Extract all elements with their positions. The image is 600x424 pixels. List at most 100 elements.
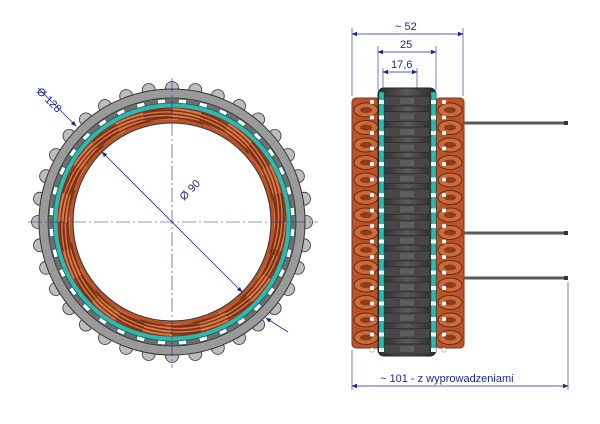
core-width-label: 25 bbox=[400, 39, 412, 51]
slot-insulation bbox=[48, 98, 296, 346]
inner-diameter-line bbox=[101, 151, 243, 293]
insulation-insert bbox=[431, 301, 436, 306]
insulation-insert bbox=[379, 131, 384, 135]
slot-opening bbox=[116, 108, 126, 117]
core-tooth-face bbox=[400, 144, 414, 151]
insulation-insert bbox=[431, 146, 436, 151]
slot-wedge bbox=[369, 223, 375, 229]
slot-wedge bbox=[369, 332, 375, 337]
insulation-insert bbox=[431, 208, 436, 213]
slot-opening bbox=[252, 131, 263, 142]
slot-opening bbox=[252, 302, 263, 313]
slot-opening bbox=[236, 316, 247, 326]
slot-opening bbox=[48, 228, 55, 237]
insulation-insert bbox=[379, 317, 384, 321]
end-winding-loop-inner bbox=[444, 299, 456, 306]
slot-wedge bbox=[369, 239, 375, 244]
end-winding-loop-inner bbox=[444, 194, 456, 201]
slot-opening bbox=[289, 207, 296, 216]
end-winding-loop-inner bbox=[360, 159, 372, 166]
insulation-insert bbox=[431, 239, 436, 244]
slot-opening bbox=[218, 327, 228, 336]
outer-diameter-leader bbox=[37, 87, 77, 127]
insulation-insert bbox=[431, 317, 436, 321]
inner-width-label: 17,6 bbox=[391, 59, 412, 71]
core-tooth-face bbox=[400, 222, 414, 228]
total-length-label: ~ 101 - z wyprowadzeniami bbox=[380, 373, 514, 385]
slot-wedge bbox=[369, 192, 375, 198]
insulation-insert bbox=[431, 100, 436, 104]
slot-opening bbox=[81, 131, 92, 142]
lead-wire-tip-top bbox=[564, 121, 568, 125]
slot-wedge bbox=[441, 239, 447, 244]
end-winding-body bbox=[351, 97, 381, 349]
end-winding-loop-inner bbox=[444, 334, 456, 341]
winding-coil bbox=[269, 165, 284, 228]
slot-wedge bbox=[369, 130, 375, 136]
insulation-insert bbox=[379, 224, 384, 228]
end-winding-loop-inner bbox=[444, 317, 456, 323]
core-tooth-face bbox=[400, 268, 414, 275]
slot-opening bbox=[116, 327, 126, 336]
slot-wedge bbox=[369, 115, 375, 120]
slot-wedge bbox=[441, 254, 447, 260]
insulation-insert bbox=[431, 270, 436, 275]
slot-wedge bbox=[369, 316, 375, 322]
end-winding-loop-inner bbox=[360, 194, 372, 201]
insulation-insert bbox=[379, 193, 384, 197]
slot-wedge bbox=[441, 301, 447, 306]
end-winding-loop-inner bbox=[360, 264, 372, 271]
insulation-insert bbox=[379, 239, 384, 244]
core-tooth-face bbox=[400, 330, 414, 337]
winding-coil bbox=[272, 193, 282, 256]
insulation-insert bbox=[431, 177, 436, 182]
end-winding-loop-inner bbox=[444, 142, 456, 148]
slot-wedge bbox=[441, 285, 447, 291]
insulation-insert bbox=[379, 115, 384, 120]
core-teeth bbox=[383, 95, 431, 355]
outer-diameter-label: Ø 128 bbox=[34, 86, 64, 116]
slot-opening bbox=[236, 118, 247, 128]
slot-wedge bbox=[369, 254, 375, 260]
slot-wedge bbox=[441, 99, 447, 105]
winding-coil bbox=[275, 192, 285, 257]
core-tooth-face bbox=[400, 175, 414, 182]
slot-opening bbox=[178, 98, 187, 105]
core-tooth-face bbox=[400, 160, 414, 166]
slot-opening bbox=[51, 248, 59, 259]
end-winding-loop-inner bbox=[360, 124, 372, 131]
end-winding-loop-inner bbox=[444, 282, 456, 288]
insulation-insert bbox=[379, 100, 384, 104]
slot-wedge bbox=[441, 208, 447, 213]
core-tooth-face bbox=[400, 191, 414, 197]
slot-opening bbox=[58, 166, 67, 176]
winding-coil bbox=[265, 166, 280, 228]
end-winding-loop-inner bbox=[360, 177, 372, 183]
slot-opening bbox=[277, 268, 286, 278]
end-winding-loop-inner bbox=[444, 264, 456, 271]
slot-opening bbox=[135, 335, 146, 343]
insulation-insert bbox=[379, 146, 384, 151]
insulation-insert bbox=[431, 162, 436, 166]
core-tooth-face bbox=[400, 113, 414, 120]
slot-opening bbox=[97, 316, 108, 326]
slot-insulation-strips bbox=[369, 91, 447, 353]
insulation-insert bbox=[431, 115, 436, 120]
insulation-insert bbox=[379, 332, 384, 337]
end-winding-loop-inner bbox=[444, 247, 456, 253]
insulation-insert bbox=[379, 348, 384, 352]
core-tooth-face bbox=[400, 253, 414, 259]
slot-wedge bbox=[441, 332, 447, 337]
slot-wedge bbox=[369, 301, 375, 306]
insulation-insert bbox=[379, 270, 384, 275]
end-winding-body bbox=[435, 97, 465, 349]
slot-wedge bbox=[441, 161, 447, 167]
end-winding-loop-inner bbox=[444, 107, 456, 113]
slot-opening bbox=[51, 185, 59, 196]
end-winding-loop-inner bbox=[360, 229, 372, 236]
slot-wedge bbox=[441, 223, 447, 229]
end-winding-loop-inner bbox=[360, 142, 372, 148]
slot-wedge bbox=[369, 146, 375, 151]
end-winding-right bbox=[435, 97, 465, 349]
slot-wedge bbox=[441, 177, 447, 182]
